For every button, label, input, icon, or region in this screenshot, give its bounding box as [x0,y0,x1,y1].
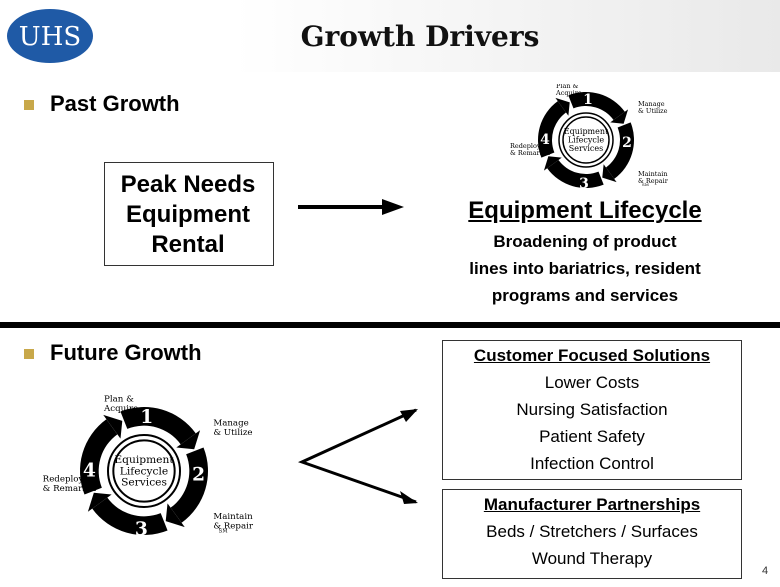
cycle-step-label: Acquire [555,89,582,97]
cycle-inner-ring [112,439,176,503]
uhs-logo: UHS [7,9,93,63]
cycle-segment [538,101,567,158]
cycle-step-number: 4 [540,132,550,148]
cycle-segment [605,122,634,179]
cycle-center-text: Services [569,144,603,153]
cycle-segment [79,419,118,495]
cycle-step-number: 1 [140,406,153,428]
section-divider [0,322,780,328]
cycle-step-label: & Utilize [213,428,252,438]
lifecycle-desc-line-2: lines into bariatrics, resident [469,259,701,278]
cycle-inner-ring [558,112,614,168]
header-band [0,0,780,72]
cycle-center-text: Lifecycle [120,464,168,477]
service-mark: SM [642,182,649,187]
cycle-center-text: Services [121,476,167,489]
lifecycle-desc-line-1: Broadening of product [493,232,677,251]
cycle-step-label: Redeploy [510,142,541,150]
page-number: 4 [762,565,769,577]
page-title: Growth Drivers [300,20,540,53]
cycle-step-label: Plan & [104,395,134,405]
customer-item: Patient Safety [539,427,645,446]
cycle-segment [547,159,604,188]
cycle-step-label: Maintain [213,512,253,522]
future-growth-label: Future Growth [50,340,202,365]
past-growth-label: Past Growth [50,91,180,116]
customer-item: Nursing Satisfaction [516,400,668,419]
manufacturer-partnerships-title: Manufacturer Partnerships [483,495,701,514]
bullet-future [24,349,34,359]
equipment-lifecycle-title: Equipment Lifecycle [468,197,702,224]
cycle-center-text: Equipment [564,127,609,136]
cycle-arrowhead [176,430,201,450]
cycle-step-label: & Remarket [43,484,97,494]
cycle-segment [92,497,168,535]
cycle-step-number: 2 [622,135,632,151]
peak-line-3: Rental [151,231,225,258]
cycle-step-label: Maintain [638,170,668,178]
arrow-right [298,199,404,215]
lifecycle-description: Broadening of product lines into bariatr… [430,228,740,309]
cycle-arrowhead [555,97,570,116]
logo-text: UHS [19,22,81,52]
cycle-step-label: Manage [638,100,665,108]
cycle-step-label: & Repair [213,521,254,531]
cycle-segment [120,407,196,445]
cycle-arrowhead [610,109,629,124]
cycle-segment [568,92,625,121]
cycle-step-label: & Repair [638,177,669,185]
cycle-step-number: 2 [192,463,205,485]
lifecycle-desc-line-3: programs and services [491,286,679,305]
peak-needs-text: Peak Needs Equipment Rental [104,170,272,260]
cycle-step-number: 3 [579,176,589,192]
cycle-segment [170,447,208,523]
cycle-step-number: 1 [583,92,593,108]
customer-solutions-title: Customer Focused Solutions [473,346,711,365]
cycle-arrowhead [602,164,617,183]
cycle-step-label: & Remarket [510,149,551,157]
service-mark: SM [219,528,229,534]
cycle-arrowhead [87,492,112,512]
customer-item: Lower Costs [544,373,640,392]
customer-item: Infection Control [530,454,654,473]
cycle-step-label: Redeploy [43,475,84,485]
cycle-arrowhead [103,414,123,439]
peak-line-2: Equipment [126,201,250,228]
cycle-step-number: 3 [135,518,148,540]
cycle-arrowhead [543,156,562,171]
manufacturer-item: Beds / Stretchers / Surfaces [486,522,698,541]
cycle-inner-ring [107,434,181,508]
customer-solutions-box: Customer Focused Solutions Lower Costs N… [442,340,742,480]
cycle-inner-ring [562,116,610,164]
peak-needs-box [104,162,274,266]
cycle-center-text: Lifecycle [568,136,605,145]
manufacturer-partnerships-box: Manufacturer Partnerships Beds / Stretch… [442,489,742,579]
cycle-step-label: Plan & [556,84,579,90]
manufacturer-item: Wound Therapy [531,549,653,568]
cycle-step-label: Acquire [103,404,138,414]
cycle-step-number: 4 [83,459,96,481]
peak-line-1: Peak Needs [120,171,256,198]
cycle-step-label: Manage [213,419,248,429]
bullet-past [24,100,34,110]
cycle-arrowhead [165,503,185,528]
split-arrows [297,408,418,504]
cycle-center-text: Equipment [114,453,174,466]
cycle-step-label: & Utilize [638,107,668,115]
